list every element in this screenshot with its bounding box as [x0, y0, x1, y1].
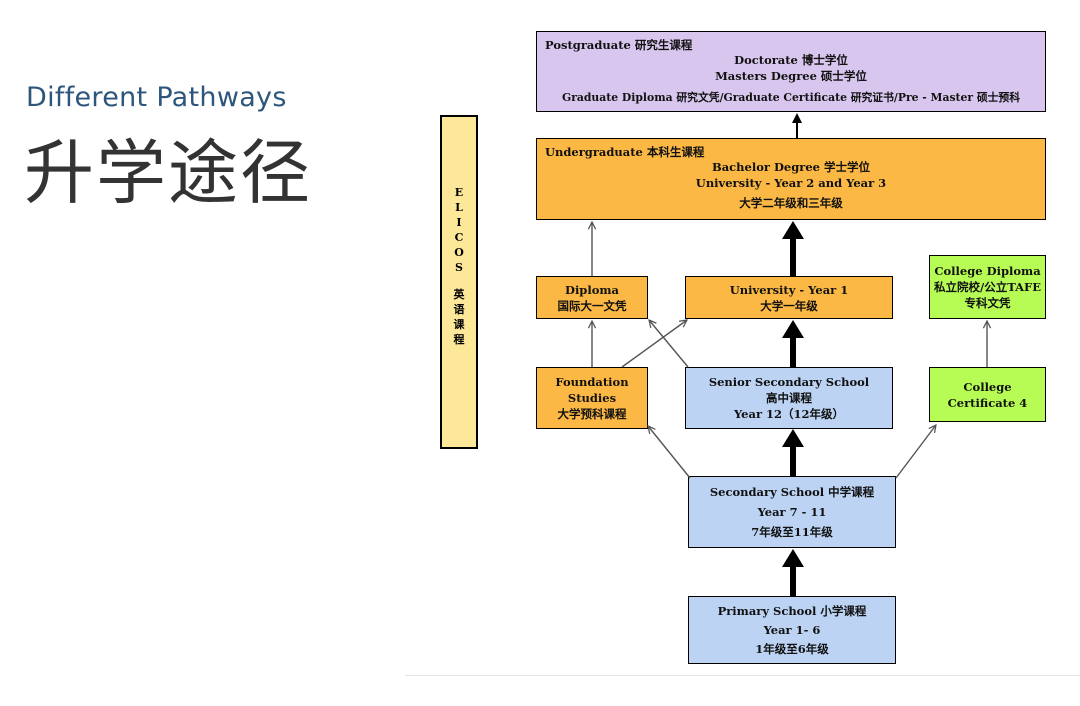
foundation-label-1: Foundation	[555, 375, 629, 389]
college-diploma-label: College Diploma	[934, 264, 1041, 278]
senior-secondary-box: Senior Secondary School 高中课程 Year 12（12年…	[685, 367, 893, 429]
elicos-char: 英	[453, 288, 465, 301]
senior-secondary-label: Senior Secondary School	[708, 375, 870, 389]
elicos-letter: L	[455, 201, 463, 214]
elicos-letter: O	[454, 246, 464, 259]
secondary-years: Year 7 - 11	[757, 505, 827, 519]
elicos-char: 课	[453, 318, 465, 331]
college-certificate-label-1: College	[963, 379, 1012, 394]
elicos-letter: I	[456, 216, 462, 229]
arrow-undergraduate-to-postgraduate	[792, 113, 802, 138]
undergraduate-bachelor: Bachelor Degree 学士学位	[712, 160, 870, 174]
primary-label: Primary School 小学课程	[717, 604, 867, 618]
heading-chinese: 升学途径	[24, 132, 312, 214]
elicos-char: 语	[453, 303, 465, 316]
college-certificate-label-2: Certificate 4	[947, 395, 1028, 410]
university-year1-label-zh: 大学一年级	[760, 298, 818, 313]
diploma-label-zh: 国际大一文凭	[557, 298, 627, 313]
college-certificate-box: College Certificate 4	[929, 367, 1046, 422]
college-diploma-box: College Diploma 私立院校/公立TAFE 专科文凭	[929, 255, 1046, 319]
college-diploma-label-zh: 专科文凭	[964, 296, 1011, 310]
undergraduate-tag: Undergraduate 本科生课程	[545, 145, 705, 159]
foundation-label-zh: 大学预科课程	[557, 407, 627, 421]
primary-box: Primary School 小学课程 Year 1- 6 1年级至6年级	[688, 596, 896, 664]
elicos-letter: E	[454, 186, 464, 199]
postgraduate-box: Postgraduate 研究生课程 Doctorate 博士学位 Master…	[536, 31, 1046, 112]
postgraduate-doctorate: Doctorate 博士学位	[734, 52, 848, 67]
thick-arrow-primary-to-secondary	[782, 549, 804, 596]
diploma-box: Diploma 国际大一文凭	[536, 276, 648, 319]
thick-arrow-secondary-to-senior	[782, 429, 804, 476]
footer-divider	[405, 675, 1080, 676]
postgraduate-masters: Masters Degree 硕士学位	[715, 68, 867, 83]
secondary-years-zh: 7年级至11年级	[751, 525, 833, 539]
thick-arrow-year1-to-undergraduate	[782, 221, 804, 276]
arrow-secondary-to-foundation	[648, 426, 691, 479]
elicos-char: 程	[453, 333, 465, 346]
arrow-senior-to-diploma	[649, 320, 689, 368]
postgraduate-diploma: Graduate Diploma 研究文凭/Graduate Certifica…	[561, 90, 1021, 104]
primary-years-zh: 1年级至6年级	[755, 642, 829, 656]
undergraduate-years-zh: 大学二年级和三年级	[739, 196, 843, 210]
diploma-label: Diploma	[564, 282, 620, 297]
postgraduate-tag: Postgraduate 研究生课程	[545, 38, 693, 52]
thick-arrow-senior-to-year1	[782, 320, 804, 367]
elicos-letter: C	[454, 231, 464, 244]
senior-secondary-label-zh: 高中课程	[766, 391, 812, 405]
arrow-foundation-to-year1	[621, 320, 687, 368]
foundation-label-2: Studies	[567, 391, 617, 405]
elicos-letter: S	[455, 261, 463, 274]
foundation-box: Foundation Studies 大学预科课程	[536, 367, 648, 429]
undergraduate-box: Undergraduate 本科生课程 Bachelor Degree 学士学位…	[536, 138, 1046, 220]
secondary-label: Secondary School 中学课程	[709, 485, 875, 499]
college-diploma-provider: 私立院校/公立TAFE	[934, 280, 1041, 294]
elicos-bar: E L I C O S 英 语 课 程	[440, 115, 478, 449]
primary-years: Year 1- 6	[763, 623, 821, 637]
undergraduate-years: University - Year 2 and Year 3	[695, 176, 887, 190]
heading-english: Different Pathways	[26, 82, 287, 113]
arrow-secondary-to-college-certificate	[895, 425, 936, 479]
secondary-box: Secondary School 中学课程 Year 7 - 11 7年级至11…	[688, 476, 896, 548]
senior-secondary-year: Year 12（12年级）	[733, 407, 845, 421]
university-year1-box: University - Year 1 大学一年级	[685, 276, 893, 319]
university-year1-label: University - Year 1	[729, 282, 849, 297]
